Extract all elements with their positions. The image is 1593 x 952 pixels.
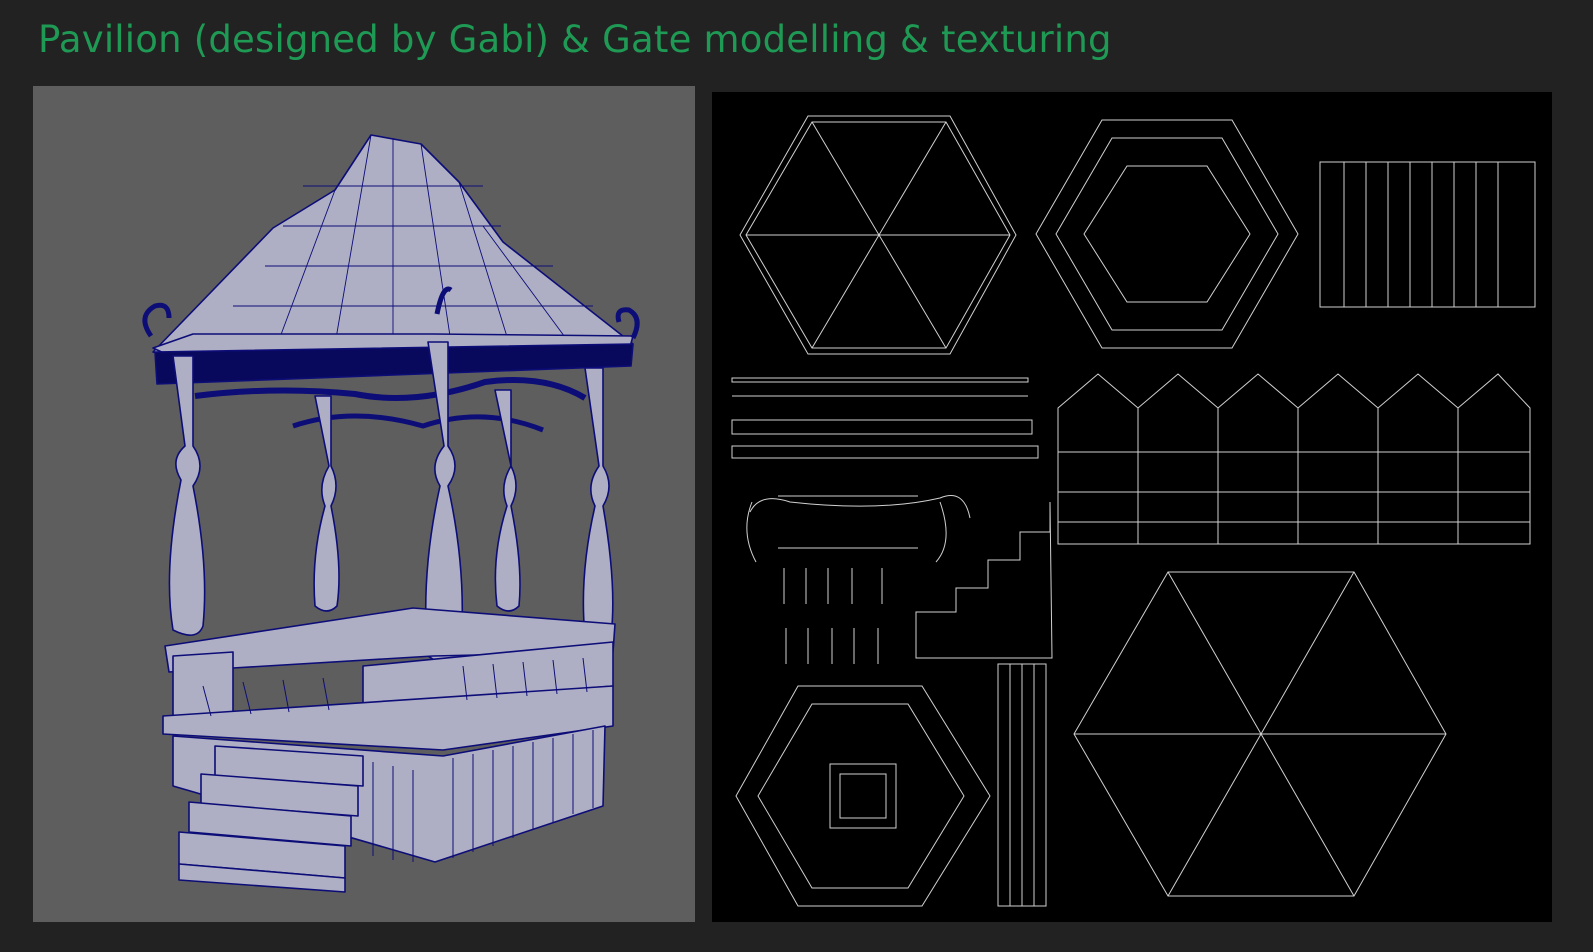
- uv-grid-strip: [997, 663, 1047, 907]
- uv-floor-hex: [1073, 571, 1447, 897]
- pillars: [168, 341, 614, 664]
- page-title: Pavilion (designed by Gabi) & Gate model…: [38, 18, 1112, 61]
- uv-base-hex: [735, 685, 991, 907]
- uv-layout-panel: [712, 92, 1552, 922]
- stairs: [178, 745, 364, 893]
- pavilion-3d-render: [142, 134, 640, 893]
- uv-roof-segments: [1057, 373, 1531, 545]
- pavilion-3d-viewport: [33, 86, 695, 922]
- uv-posts: [783, 568, 883, 664]
- uv-ring-hex: [1035, 119, 1299, 349]
- uv-layout-render: [731, 115, 1536, 907]
- deck: [162, 685, 614, 751]
- uv-roof-hex: [739, 115, 1017, 355]
- uv-slats: [1319, 161, 1536, 308]
